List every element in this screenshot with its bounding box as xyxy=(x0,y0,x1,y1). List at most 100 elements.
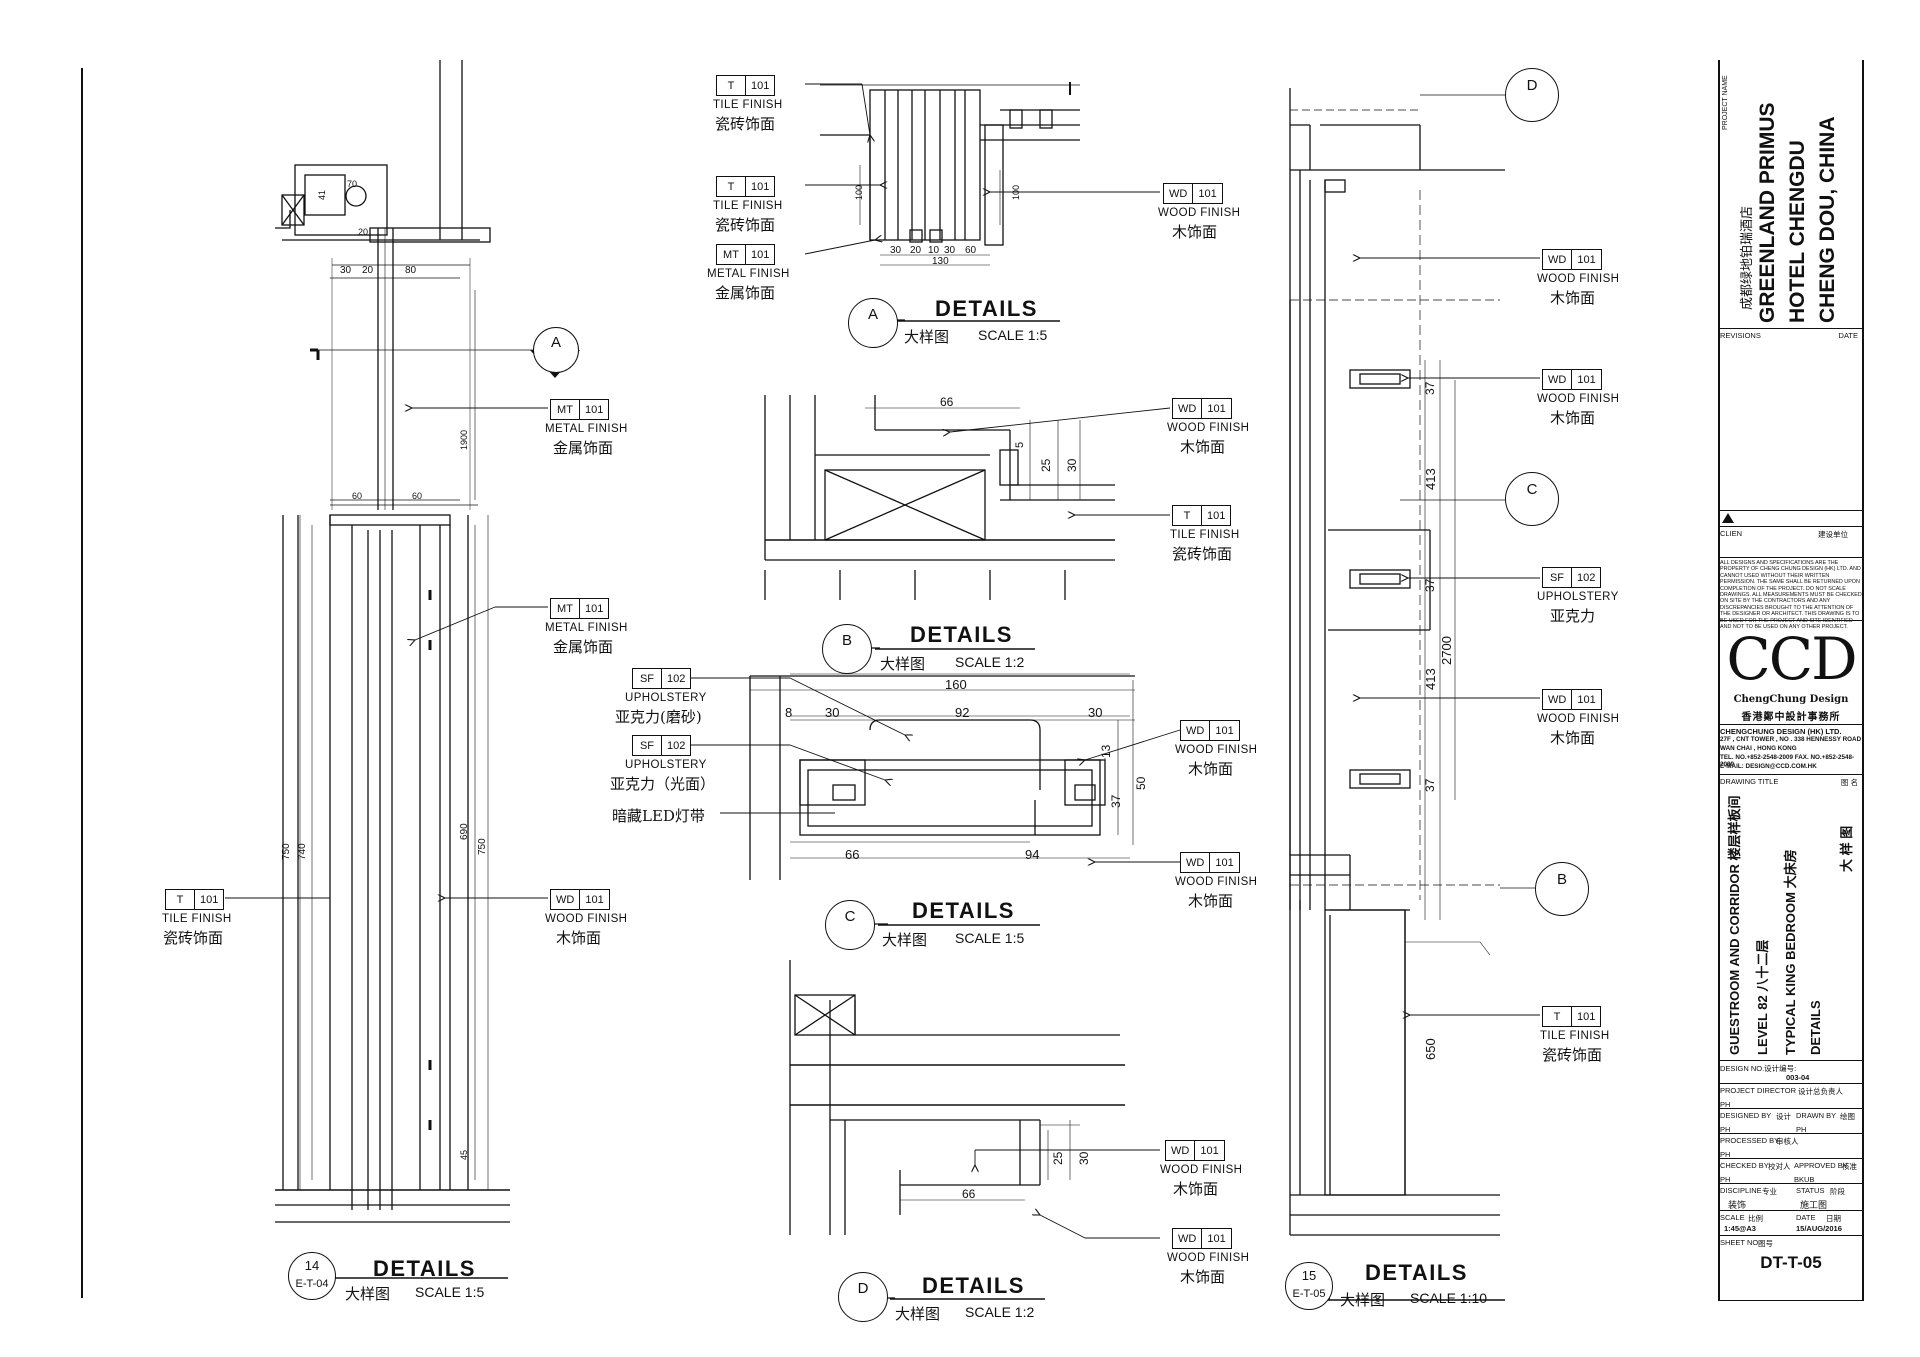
processed-by-value: PH xyxy=(1720,1150,1731,1159)
project-director-label: PROJECT DIRECTOR xyxy=(1720,1086,1796,1095)
callout-metal-en: METAL FINISH xyxy=(707,268,790,280)
dim-text: 740 xyxy=(297,843,308,860)
designed-by-label: DESIGNED BY xyxy=(1720,1111,1772,1120)
scale-label: SCALE xyxy=(1720,1213,1745,1222)
dim-text: 25 xyxy=(1039,458,1053,472)
dim-text: 50 xyxy=(1134,776,1148,790)
dim-text: 20 xyxy=(910,245,922,256)
warning-icon xyxy=(1722,513,1734,523)
sheet-no-value: DT-T-05 xyxy=(1760,1253,1822,1272)
dim-text: 30 xyxy=(1088,705,1103,720)
dim-text: 94 xyxy=(1025,847,1040,862)
company-address-1: 27F , CNT TOWER , NO . 338 HENNESSY ROAD xyxy=(1720,736,1862,743)
drawing-title-cn-label: 图 名 xyxy=(1840,778,1858,787)
scale-cn: 比例 xyxy=(1748,1214,1763,1223)
date-label: DATE xyxy=(1796,1213,1816,1222)
dim-text: 30 xyxy=(1077,1151,1091,1165)
dim-text: 30 xyxy=(340,265,352,276)
company-tel: TEL. NO.+852-2548-2009 FAX. NO.+852-2548… xyxy=(1720,754,1855,768)
dim-text: 37 xyxy=(1423,778,1437,792)
design-no-label: DESIGN NO.设计编号: xyxy=(1720,1064,1797,1073)
dim-text: 37 xyxy=(1423,381,1437,395)
sheet-no-label: SHEET NO. xyxy=(1720,1238,1761,1247)
detail-b-drawing xyxy=(764,395,1171,650)
detail-15-bubble: 15 E-T-05 xyxy=(1285,1262,1333,1310)
callout-tile-en: TILE FINISH xyxy=(162,913,232,925)
project-director-value: PH xyxy=(1720,1100,1731,1109)
detail-c-bubble: C xyxy=(825,900,875,950)
detail-b-scale: SCALE 1:2 xyxy=(955,654,1025,670)
detail-14-title: DETAILS xyxy=(373,1256,476,1281)
project-director-cn: 设计总负责人 xyxy=(1798,1087,1843,1096)
callout-wood-en: WOOD FINISH xyxy=(1160,1164,1243,1176)
callout-acrylic-gloss-cn: 亚克力（光面） xyxy=(610,775,716,793)
checked-by-label: CHECKED BY xyxy=(1720,1161,1769,1170)
callout-wood-cn: 木饰面 xyxy=(1172,223,1218,241)
dim-text: 160 xyxy=(945,677,967,692)
drawing-title-line1: GUESTROOM AND CORRIDOR 楼层样板间 xyxy=(1727,795,1742,1055)
callout-acrylic-cn: 亚克力 xyxy=(1550,607,1596,625)
discipline-label: DISCIPLINE xyxy=(1720,1186,1762,1195)
callout-wood-cn: 木饰面 xyxy=(1550,409,1596,427)
dim-text: 750 xyxy=(281,843,292,860)
section-marker-a[interactable]: A xyxy=(533,327,579,373)
detail-15-scale: SCALE 1:10 xyxy=(1410,1290,1488,1306)
callout-wood-en: WOOD FINISH xyxy=(1175,744,1258,756)
detail-d-bubble: D xyxy=(838,1272,888,1322)
section-marker-c[interactable]: C xyxy=(1505,472,1559,526)
callout-metal-en: METAL FINISH xyxy=(545,622,628,634)
detail-a-scale: SCALE 1:5 xyxy=(978,327,1048,343)
section-marker-d[interactable]: D xyxy=(1505,68,1559,122)
revisions-label: REVISIONS xyxy=(1720,331,1761,340)
callout-wood-cn: 木饰面 xyxy=(1173,1180,1219,1198)
callout-acrylic-gloss-en: UPHOLSTERY xyxy=(625,759,707,771)
company-name: CHENGCHUNG DESIGN (HK) LTD. xyxy=(1720,727,1842,736)
callout-wood-en: WOOD FINISH xyxy=(1537,393,1620,405)
section-marker-b[interactable]: B xyxy=(1535,862,1589,916)
callout-tile-en: TILE FINISH xyxy=(1540,1030,1610,1042)
detail-d-cn: 大样图 xyxy=(895,1306,941,1323)
detail-a-cn: 大样图 xyxy=(904,329,950,346)
status-label: STATUS xyxy=(1796,1186,1825,1195)
dim-text: 92 xyxy=(955,705,970,720)
callout-wood-en: WOOD FINISH xyxy=(1158,207,1241,219)
client-label: CLIEN xyxy=(1720,529,1743,538)
detail-b-bubble: B xyxy=(822,624,872,674)
callout-wood-en: WOOD FINISH xyxy=(545,913,628,925)
callout-wood-cn: 木饰面 xyxy=(1188,760,1234,778)
dim-text: 413 xyxy=(1423,668,1438,690)
dim-text: 30 xyxy=(1065,458,1079,472)
detail-14-bubble: 14 E-T-04 xyxy=(288,1252,336,1300)
detail-c-cn: 大样图 xyxy=(882,932,928,949)
scale-value: 1:45@A3 xyxy=(1724,1224,1756,1233)
dim-text: 37 xyxy=(1109,794,1123,808)
status-cn: 阶段 xyxy=(1830,1187,1845,1196)
callout-tile-cn: 瓷砖饰面 xyxy=(715,115,776,133)
drawn-by-value: PH xyxy=(1796,1125,1807,1134)
dim-text: 30 xyxy=(944,245,956,256)
dim-text: 5 xyxy=(1014,441,1026,448)
discipline-cn: 专业 xyxy=(1762,1187,1777,1196)
